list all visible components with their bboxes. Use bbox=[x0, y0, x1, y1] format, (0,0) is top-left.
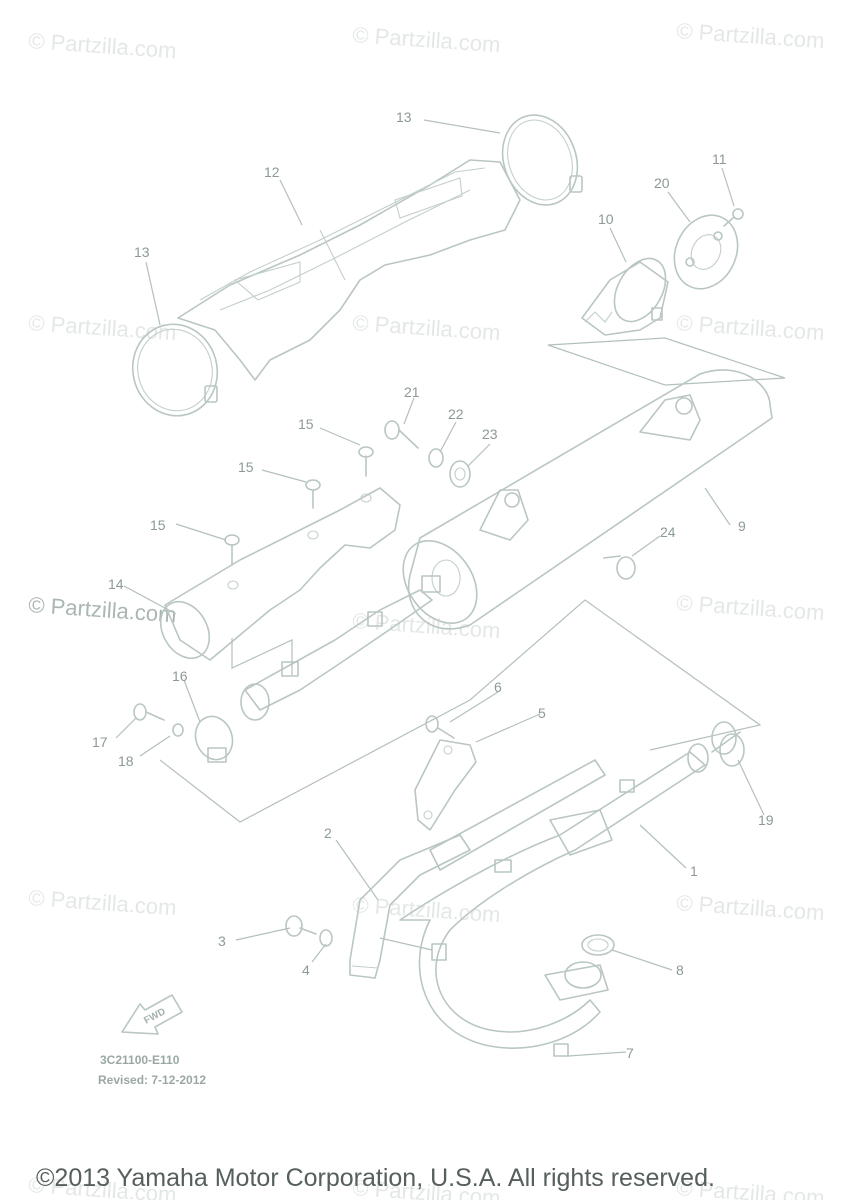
washer-18 bbox=[172, 723, 184, 737]
diagram-code: 3C21100-E110 bbox=[100, 1053, 180, 1067]
end-cap bbox=[673, 214, 739, 290]
band-clamp-upper bbox=[501, 114, 583, 206]
watermark: © Partzilla.com bbox=[352, 22, 502, 57]
watermark: © Partzilla.com bbox=[28, 885, 178, 920]
washer-22 bbox=[428, 448, 444, 468]
grommet-23 bbox=[449, 460, 471, 488]
callout-13: 13 bbox=[396, 109, 412, 125]
callout-19: 19 bbox=[758, 812, 774, 828]
exhaust-protector bbox=[349, 834, 471, 979]
callout-16: 16 bbox=[172, 668, 188, 684]
callout-15: 15 bbox=[150, 517, 166, 533]
callout-7: 7 bbox=[626, 1045, 634, 1061]
callout-6: 6 bbox=[494, 679, 502, 695]
leader-lines bbox=[115, 119, 765, 1057]
bolt-15-lower bbox=[224, 534, 240, 566]
muffler-body bbox=[402, 369, 773, 630]
callout-9: 9 bbox=[738, 518, 746, 534]
nut-7 bbox=[553, 1043, 569, 1057]
group-bracket-upper bbox=[547, 337, 786, 386]
bolt-17 bbox=[133, 703, 165, 721]
collar-24 bbox=[603, 555, 636, 580]
callout-4: 4 bbox=[302, 962, 310, 978]
callout-23: 23 bbox=[482, 426, 498, 442]
exhaust-pipe bbox=[399, 743, 709, 1049]
callout-8: 8 bbox=[676, 962, 684, 978]
watermark: © Partzilla.com bbox=[676, 18, 826, 53]
callout-18: 18 bbox=[118, 753, 134, 769]
callout-21: 21 bbox=[404, 384, 420, 400]
callout-13: 13 bbox=[134, 244, 150, 260]
callout-12: 12 bbox=[264, 164, 280, 180]
watermark: © Partzilla.com bbox=[28, 28, 178, 63]
connecting-pipe bbox=[240, 589, 433, 721]
gasket-8 bbox=[581, 934, 615, 956]
muffler-protector bbox=[177, 159, 521, 381]
watermark: © Partzilla.com bbox=[676, 590, 826, 625]
watermark: © Partzilla.com bbox=[352, 310, 502, 345]
spark-arrester bbox=[581, 257, 669, 336]
gasket-19 bbox=[711, 721, 745, 767]
callout-11: 11 bbox=[712, 151, 727, 167]
muffler-pipe bbox=[159, 487, 401, 661]
callouts: 13 12 13 11 20 10 21 22 23 15 15 15 9 24… bbox=[92, 109, 774, 1061]
bolt-3 bbox=[285, 915, 317, 937]
fwd-arrow-icon: FWD bbox=[121, 994, 183, 1035]
bolt-15-middle bbox=[305, 479, 321, 509]
callout-15: 15 bbox=[298, 416, 314, 432]
callout-10: 10 bbox=[598, 211, 614, 227]
bracket-5 bbox=[414, 739, 477, 831]
callout-1: 1 bbox=[690, 863, 698, 879]
bolt-21 bbox=[384, 420, 419, 449]
bolt-15-upper bbox=[358, 446, 374, 477]
watermark: © Partzilla.com bbox=[352, 892, 502, 927]
diagram-info: 3C21100-E110 Revised: 7-12-2012 bbox=[98, 1053, 206, 1087]
callout-24: 24 bbox=[660, 524, 676, 540]
bolt-6 bbox=[425, 715, 455, 739]
callout-17: 17 bbox=[92, 734, 108, 750]
exhaust-flange bbox=[544, 961, 609, 1001]
callout-3: 3 bbox=[218, 933, 226, 949]
group-bracket-middle bbox=[159, 599, 762, 823]
callout-15: 15 bbox=[238, 459, 254, 475]
pipe-clamp bbox=[194, 715, 234, 763]
screw-11 bbox=[723, 208, 744, 227]
washer-4 bbox=[319, 929, 333, 947]
watermark: © Partzilla.com bbox=[28, 310, 178, 345]
callout-2: 2 bbox=[324, 825, 332, 841]
callout-14: 14 bbox=[108, 576, 124, 592]
watermark: © Partzilla.com bbox=[676, 310, 826, 345]
copyright-notice: ©2013 Yamaha Motor Corporation, U.S.A. A… bbox=[36, 1164, 715, 1192]
band-clamp-lower bbox=[131, 323, 219, 417]
watermark: © Partzilla.com bbox=[28, 592, 178, 627]
revised-date: Revised: 7-12-2012 bbox=[98, 1073, 206, 1087]
callout-20: 20 bbox=[654, 175, 670, 191]
callout-5: 5 bbox=[538, 705, 546, 721]
callout-22: 22 bbox=[448, 406, 464, 422]
watermark: © Partzilla.com bbox=[676, 890, 826, 925]
